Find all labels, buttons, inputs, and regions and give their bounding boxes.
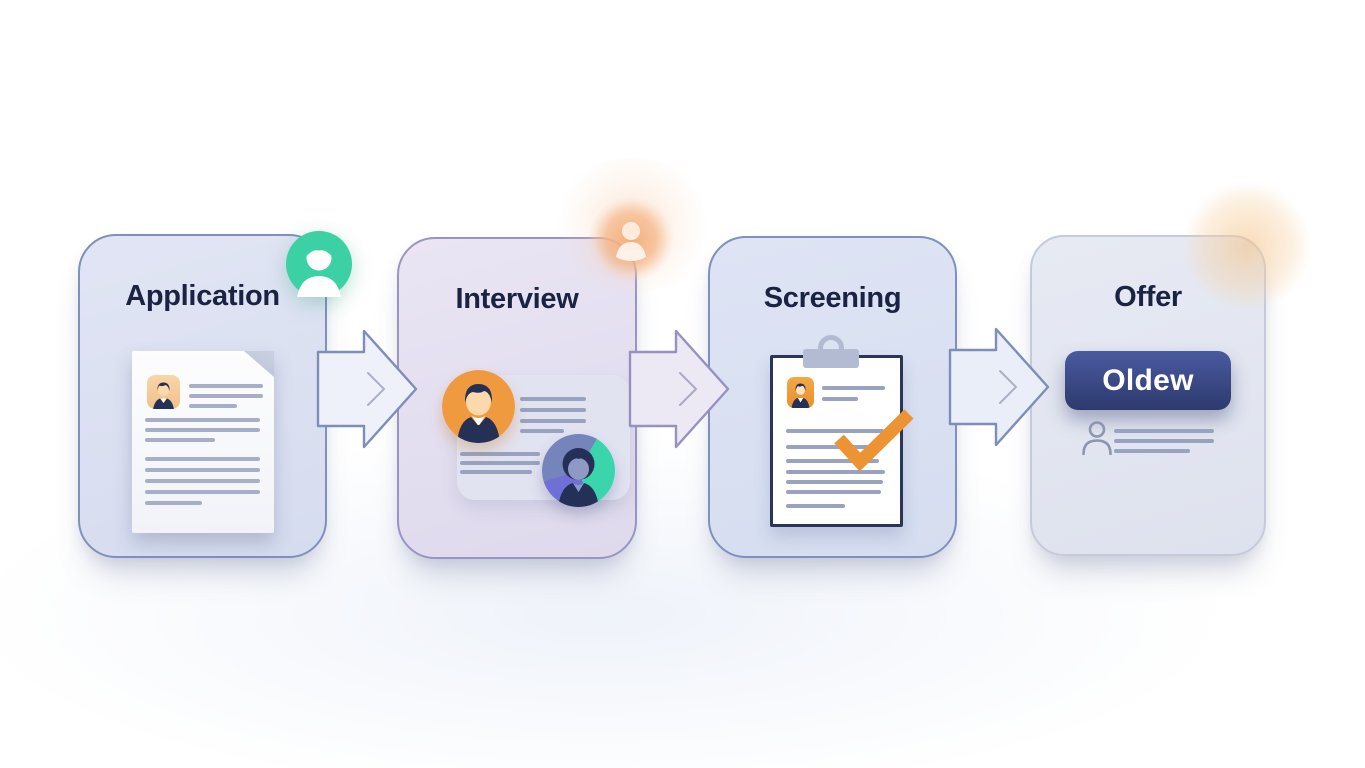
resume-document-icon <box>132 351 274 533</box>
text-line <box>145 418 260 422</box>
text-line <box>786 490 881 494</box>
text-line <box>786 445 882 449</box>
text-line <box>1114 429 1214 433</box>
resume-photo-icon <box>147 375 180 409</box>
text-line <box>145 490 260 494</box>
text-line <box>460 470 532 474</box>
step-card-screening: Screening <box>708 236 957 558</box>
step-card-interview: Interview <box>397 197 673 559</box>
text-line <box>189 404 237 408</box>
text-line <box>189 394 263 398</box>
chevron-right-icon <box>367 372 386 406</box>
flow-arrow <box>948 327 1050 447</box>
interviewer-avatar-male-icon <box>442 370 515 443</box>
user-badge-teal-icon <box>286 231 352 297</box>
text-line <box>786 504 845 508</box>
page-fold-corner-icon <box>244 351 274 377</box>
step-card-application: Application <box>78 231 352 558</box>
user-badge-orange-glow-icon <box>589 197 673 281</box>
candidate-avatar-female-icon <box>542 434 615 507</box>
chevron-right-icon <box>999 370 1018 404</box>
text-line <box>145 457 260 461</box>
text-line <box>520 397 586 401</box>
flow-arrow <box>628 329 730 449</box>
text-line <box>460 461 540 465</box>
text-line <box>145 501 202 505</box>
profile-person-icon <box>1082 421 1112 455</box>
text-line <box>145 428 260 432</box>
text-line <box>786 429 884 433</box>
text-line <box>460 452 540 456</box>
candidate-photo-icon <box>787 377 814 408</box>
text-line <box>786 480 883 484</box>
text-line <box>145 468 260 472</box>
text-line <box>520 429 564 433</box>
flow-arrow <box>316 329 418 449</box>
text-line <box>822 397 858 401</box>
text-line <box>1114 449 1190 453</box>
step-title: Offer <box>1114 281 1182 313</box>
step-title: Interview <box>455 283 579 315</box>
text-line <box>520 408 586 412</box>
text-line <box>786 459 879 463</box>
text-line <box>145 479 260 483</box>
text-line <box>1114 439 1214 443</box>
chevron-right-icon <box>679 372 698 406</box>
text-line <box>520 419 586 423</box>
person-icon <box>616 222 646 261</box>
person-icon <box>153 382 174 409</box>
text-line <box>189 384 263 388</box>
text-line <box>786 470 885 474</box>
person-icon <box>791 383 810 408</box>
offer-button[interactable]: Oldew <box>1065 351 1231 410</box>
step-title: Application <box>125 280 280 312</box>
clipboard-ring <box>818 335 844 361</box>
checkmark-icon <box>834 409 914 472</box>
step-card-offer: Offer Oldew <box>1030 235 1266 556</box>
text-line <box>145 438 215 442</box>
step-title: Screening <box>763 282 902 314</box>
text-line <box>822 386 885 390</box>
